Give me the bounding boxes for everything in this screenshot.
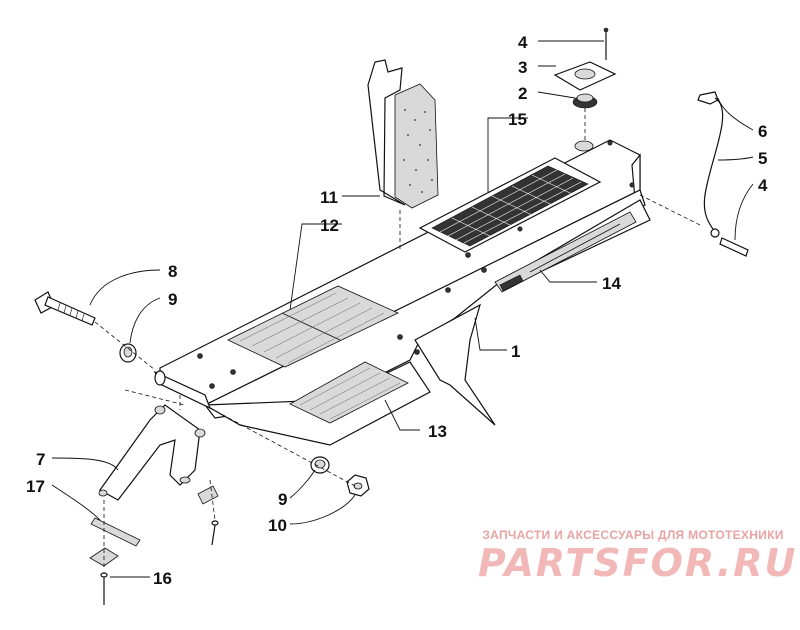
foot-pad-part: [367, 59, 439, 250]
callout-10: 10: [268, 516, 287, 535]
bracket-part: [98, 404, 206, 501]
bolt-part: [34, 291, 96, 326]
screw-lower-part: [100, 572, 108, 605]
callout-9-lower: 9: [278, 490, 287, 509]
callout-2: 2: [518, 84, 527, 103]
decal-strip-part: [494, 211, 637, 293]
nut-part: [346, 474, 370, 497]
callout-3: 3: [518, 58, 527, 77]
decal-under-part: [289, 361, 409, 424]
screw-right-part: [211, 520, 219, 546]
pin-top-part: [603, 27, 609, 60]
callout-4-top: 4: [518, 33, 528, 52]
pin-right-part: [719, 237, 749, 257]
watermark-caption: ЗАПЧАСТИ И АКСЕССУАРЫ ДЛЯ МОТОТЕХНИКИ: [482, 528, 784, 542]
mount-plate-part: [553, 61, 617, 91]
callout-9-upper: 9: [168, 290, 177, 309]
callout-15: 15: [508, 110, 527, 129]
callout-5: 5: [758, 149, 767, 168]
decal-panels-part: [227, 285, 399, 368]
leader-lines: [51, 40, 754, 578]
tether-cord-part: [697, 91, 724, 238]
callout-7: 7: [36, 450, 45, 469]
callout-16: 16: [153, 569, 172, 588]
callout-17: 17: [26, 477, 45, 496]
decal-grid-part: [418, 157, 602, 253]
callout-4-right: 4: [758, 176, 768, 195]
callout-1: 1: [511, 342, 520, 361]
callout-8: 8: [168, 262, 177, 281]
callout-11: 11: [320, 188, 338, 207]
grommet-part: [572, 93, 598, 109]
callout-12: 12: [320, 216, 339, 235]
washer-right-part: [197, 485, 219, 505]
bushing-upper-part: [119, 343, 137, 363]
bushing-lower-part: [310, 456, 330, 474]
callout-14: 14: [602, 274, 621, 293]
shim-strip-part: [90, 517, 141, 547]
callout-6: 6: [758, 122, 767, 141]
callout-labels: 4 3 2 15 6 5 4 11 12 14 8 9 1 13 7 17 9 …: [26, 33, 768, 588]
callout-13: 13: [428, 422, 447, 441]
watermark: ЗАПЧАСТИ И АКСЕССУАРЫ ДЛЯ МОТОТЕХНИКИ PA…: [478, 528, 798, 585]
watermark-logo: PARTSFOR.RU: [478, 541, 798, 585]
